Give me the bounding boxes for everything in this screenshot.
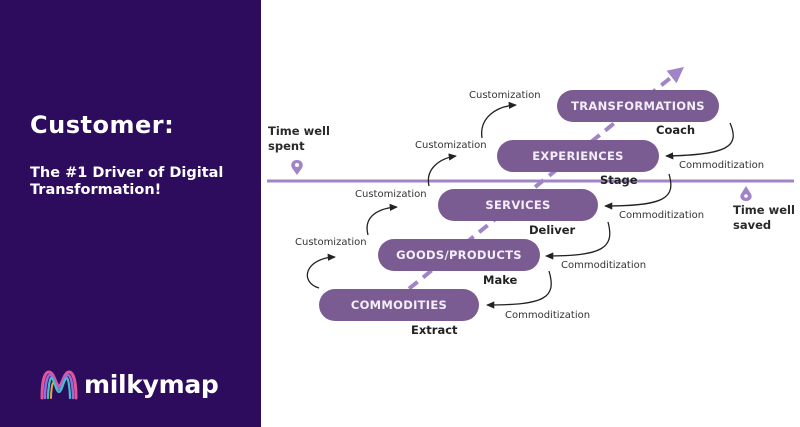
customization-label-3: Customization [415,140,487,151]
stage-commodities: COMMODITIES [319,289,479,321]
commoditization-arrow-2 [604,173,672,210]
commoditization-arrow-4 [486,270,552,309]
location-pin-icon [291,160,303,175]
brand-logo: milkymap [38,366,219,402]
commoditization-arrow-3 [545,221,611,260]
time-well-saved-label: Time well saved [733,203,795,232]
stage-experiences: EXPERIENCES [497,140,659,172]
commoditization-label-4: Commoditization [505,310,591,321]
customization-arrow-2 [366,203,398,236]
value-diagram: COMMODITIES GOODS/PRODUCTS SERVICES EXPE… [261,0,800,427]
customization-label-1: Customization [295,237,367,248]
customization-arrow-1 [306,253,336,289]
stage-services: SERVICES [438,189,598,221]
stage-transformations: TRANSFORMATIONS [557,90,719,122]
page-title: Customer: [30,111,175,139]
customization-arrow-4 [481,101,517,139]
page-subtitle: The #1 Driver of Digital Transformation! [30,165,224,198]
commoditization-label-2: Commoditization [619,210,705,221]
verb-coach: Coach [656,123,696,137]
drop-pin-icon [740,186,752,201]
left-panel: Customer: The #1 Driver of Digital Trans… [0,0,261,427]
commoditization-label-3: Commoditization [561,260,647,271]
verb-make: Make [483,273,518,287]
customization-label-4: Customization [469,90,541,101]
brand-name: milkymap [84,369,219,399]
verb-stage: Stage [600,173,638,187]
time-well-spent-label: Time well spent [268,124,330,153]
customization-arrow-3 [427,153,457,187]
milkymap-logo-icon [40,370,78,400]
verb-deliver: Deliver [529,223,576,237]
verb-extract: Extract [411,323,458,337]
commoditization-arrow-1 [665,122,734,160]
stage-goods-products: GOODS/PRODUCTS [378,239,540,271]
customization-label-2: Customization [355,189,427,200]
commoditization-label-1: Commoditization [679,160,765,171]
